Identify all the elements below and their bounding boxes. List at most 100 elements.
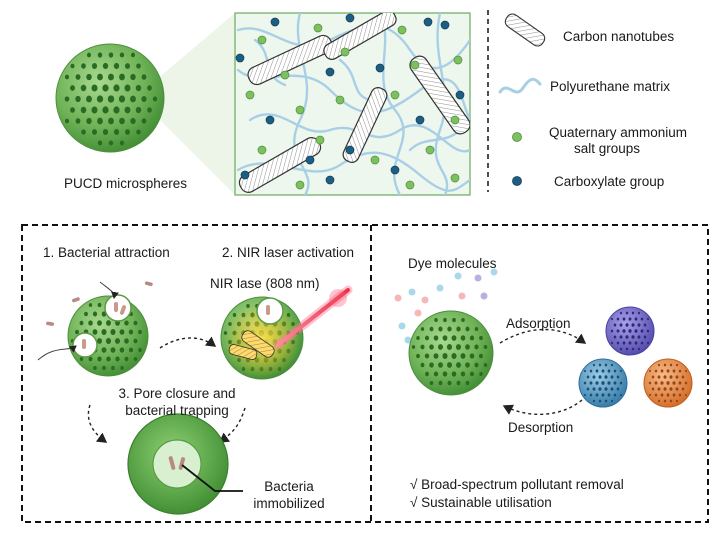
surface-pore-dot xyxy=(654,393,658,397)
surface-pore-dot xyxy=(447,362,452,368)
surface-pore-dot xyxy=(619,381,623,385)
surface-pore-dot xyxy=(86,117,92,125)
surface-pore-dot xyxy=(651,375,655,379)
surface-pore-dot xyxy=(675,387,679,391)
surface-pore-dot xyxy=(610,375,614,379)
surface-pore-dot xyxy=(657,387,661,391)
polyurethane-chain-icon xyxy=(498,77,542,94)
legend-carboxylate: Carboxylate group xyxy=(554,174,665,189)
surface-pore-dot xyxy=(442,335,448,341)
surface-pore-dot xyxy=(678,393,682,397)
dye-molecule xyxy=(404,336,412,344)
surface-pore-dot xyxy=(622,329,626,333)
surface-pore-dot xyxy=(625,323,629,327)
desorption-arrow xyxy=(502,399,583,415)
surface-pore-dot xyxy=(96,95,104,103)
surface-pore-dot xyxy=(93,366,97,370)
surface-pore-dot xyxy=(601,369,605,373)
bottom-panel-frame xyxy=(21,224,709,523)
surface-pore-dot xyxy=(474,362,479,368)
surface-pore-dot xyxy=(102,84,109,92)
surface-pore-dot xyxy=(657,375,661,379)
surface-pore-dot xyxy=(128,329,134,335)
dye-molecules xyxy=(394,268,498,344)
surface-pore-dot xyxy=(598,363,602,367)
quaternary-ammonium-group xyxy=(390,90,400,100)
carboxylate-group xyxy=(325,175,335,185)
surface-pore-dot xyxy=(124,338,129,344)
surface-pore-dot xyxy=(619,323,623,327)
surface-pore-dot xyxy=(663,399,667,403)
surface-pore-dot xyxy=(631,335,635,339)
surface-pore-dot xyxy=(613,369,617,373)
surface-pore-dot xyxy=(138,348,142,352)
surface-pore-dot xyxy=(631,323,635,327)
surface-pore-dot xyxy=(601,381,605,385)
surface-pore-dot xyxy=(75,329,79,335)
surface-pore-dot xyxy=(619,311,623,315)
surface-pore-dot xyxy=(637,335,641,339)
surface-pore-dot xyxy=(465,362,470,368)
dye-molecule xyxy=(436,284,444,292)
surface-pore-dot xyxy=(610,341,614,345)
surface-pore-dot xyxy=(102,128,109,136)
surface-pore-dot xyxy=(613,393,617,397)
dye-molecule xyxy=(408,288,416,296)
surface-pore-dot xyxy=(443,317,447,323)
surface-pore-dot xyxy=(598,399,602,403)
surface-pore-dot xyxy=(447,326,452,332)
surface-pore-dot xyxy=(637,311,641,315)
surface-pore-dot xyxy=(97,302,102,308)
surface-pore-dot xyxy=(119,117,125,125)
surface-pore-dot xyxy=(678,381,682,385)
surface-pore-dot xyxy=(456,380,461,386)
surface-pore-dot xyxy=(483,344,488,350)
surface-pore-dot xyxy=(666,369,670,373)
surface-pore-dot xyxy=(610,399,614,403)
surface-pore-dot xyxy=(75,95,81,103)
surface-pore-dot xyxy=(88,356,93,362)
surface-pore-dot xyxy=(610,329,614,333)
dye-molecule xyxy=(490,268,498,276)
surface-pore-dot xyxy=(429,326,434,332)
surface-pore-dot xyxy=(622,317,626,321)
surface-pore-dot xyxy=(152,96,158,102)
surface-pore-dot xyxy=(684,381,688,385)
surface-pore-dot xyxy=(666,393,670,397)
surface-pore-dot xyxy=(64,96,70,102)
surface-pore-dot xyxy=(474,326,479,332)
surface-pore-dot xyxy=(108,73,114,81)
carboxylate-group xyxy=(375,63,385,73)
surface-pore-dot xyxy=(583,393,587,397)
surface-pore-dot xyxy=(97,52,103,58)
surface-pore-dot xyxy=(114,338,121,344)
surface-pore-dot xyxy=(613,335,617,339)
carbon-nanotube xyxy=(409,55,470,135)
surface-pore-dot xyxy=(637,347,641,351)
surface-pore-dot xyxy=(592,399,596,403)
surface-pore-dot xyxy=(433,335,439,341)
quaternary-ammonium-group xyxy=(280,70,290,80)
surface-pore-dot xyxy=(433,353,439,359)
surface-pore-dot xyxy=(660,369,664,373)
surface-pore-dot xyxy=(128,347,134,353)
blue-dye-loaded-sphere xyxy=(578,358,628,408)
surface-pore-dot xyxy=(460,353,466,359)
surface-pore-dot xyxy=(86,95,92,103)
surface-pore-dot xyxy=(598,387,602,391)
surface-pore-dot xyxy=(672,369,676,373)
surface-pore-dot xyxy=(113,129,120,135)
surface-pore-dot xyxy=(465,326,470,332)
surface-pore-dot xyxy=(613,323,617,327)
surface-pore-dot xyxy=(79,357,84,361)
step1-title: 1. Bacterial attraction xyxy=(43,245,170,260)
dye-molecule xyxy=(458,292,466,300)
surface-pore-dot xyxy=(628,341,632,345)
surface-pore-dot xyxy=(628,317,632,321)
surface-pore-dot xyxy=(141,74,147,80)
surface-pore-dot xyxy=(111,365,115,371)
surface-pore-dot xyxy=(130,52,136,58)
surface-pore-dot xyxy=(654,369,658,373)
surface-pore-dot xyxy=(101,329,107,335)
surface-pore-dot xyxy=(124,84,131,92)
